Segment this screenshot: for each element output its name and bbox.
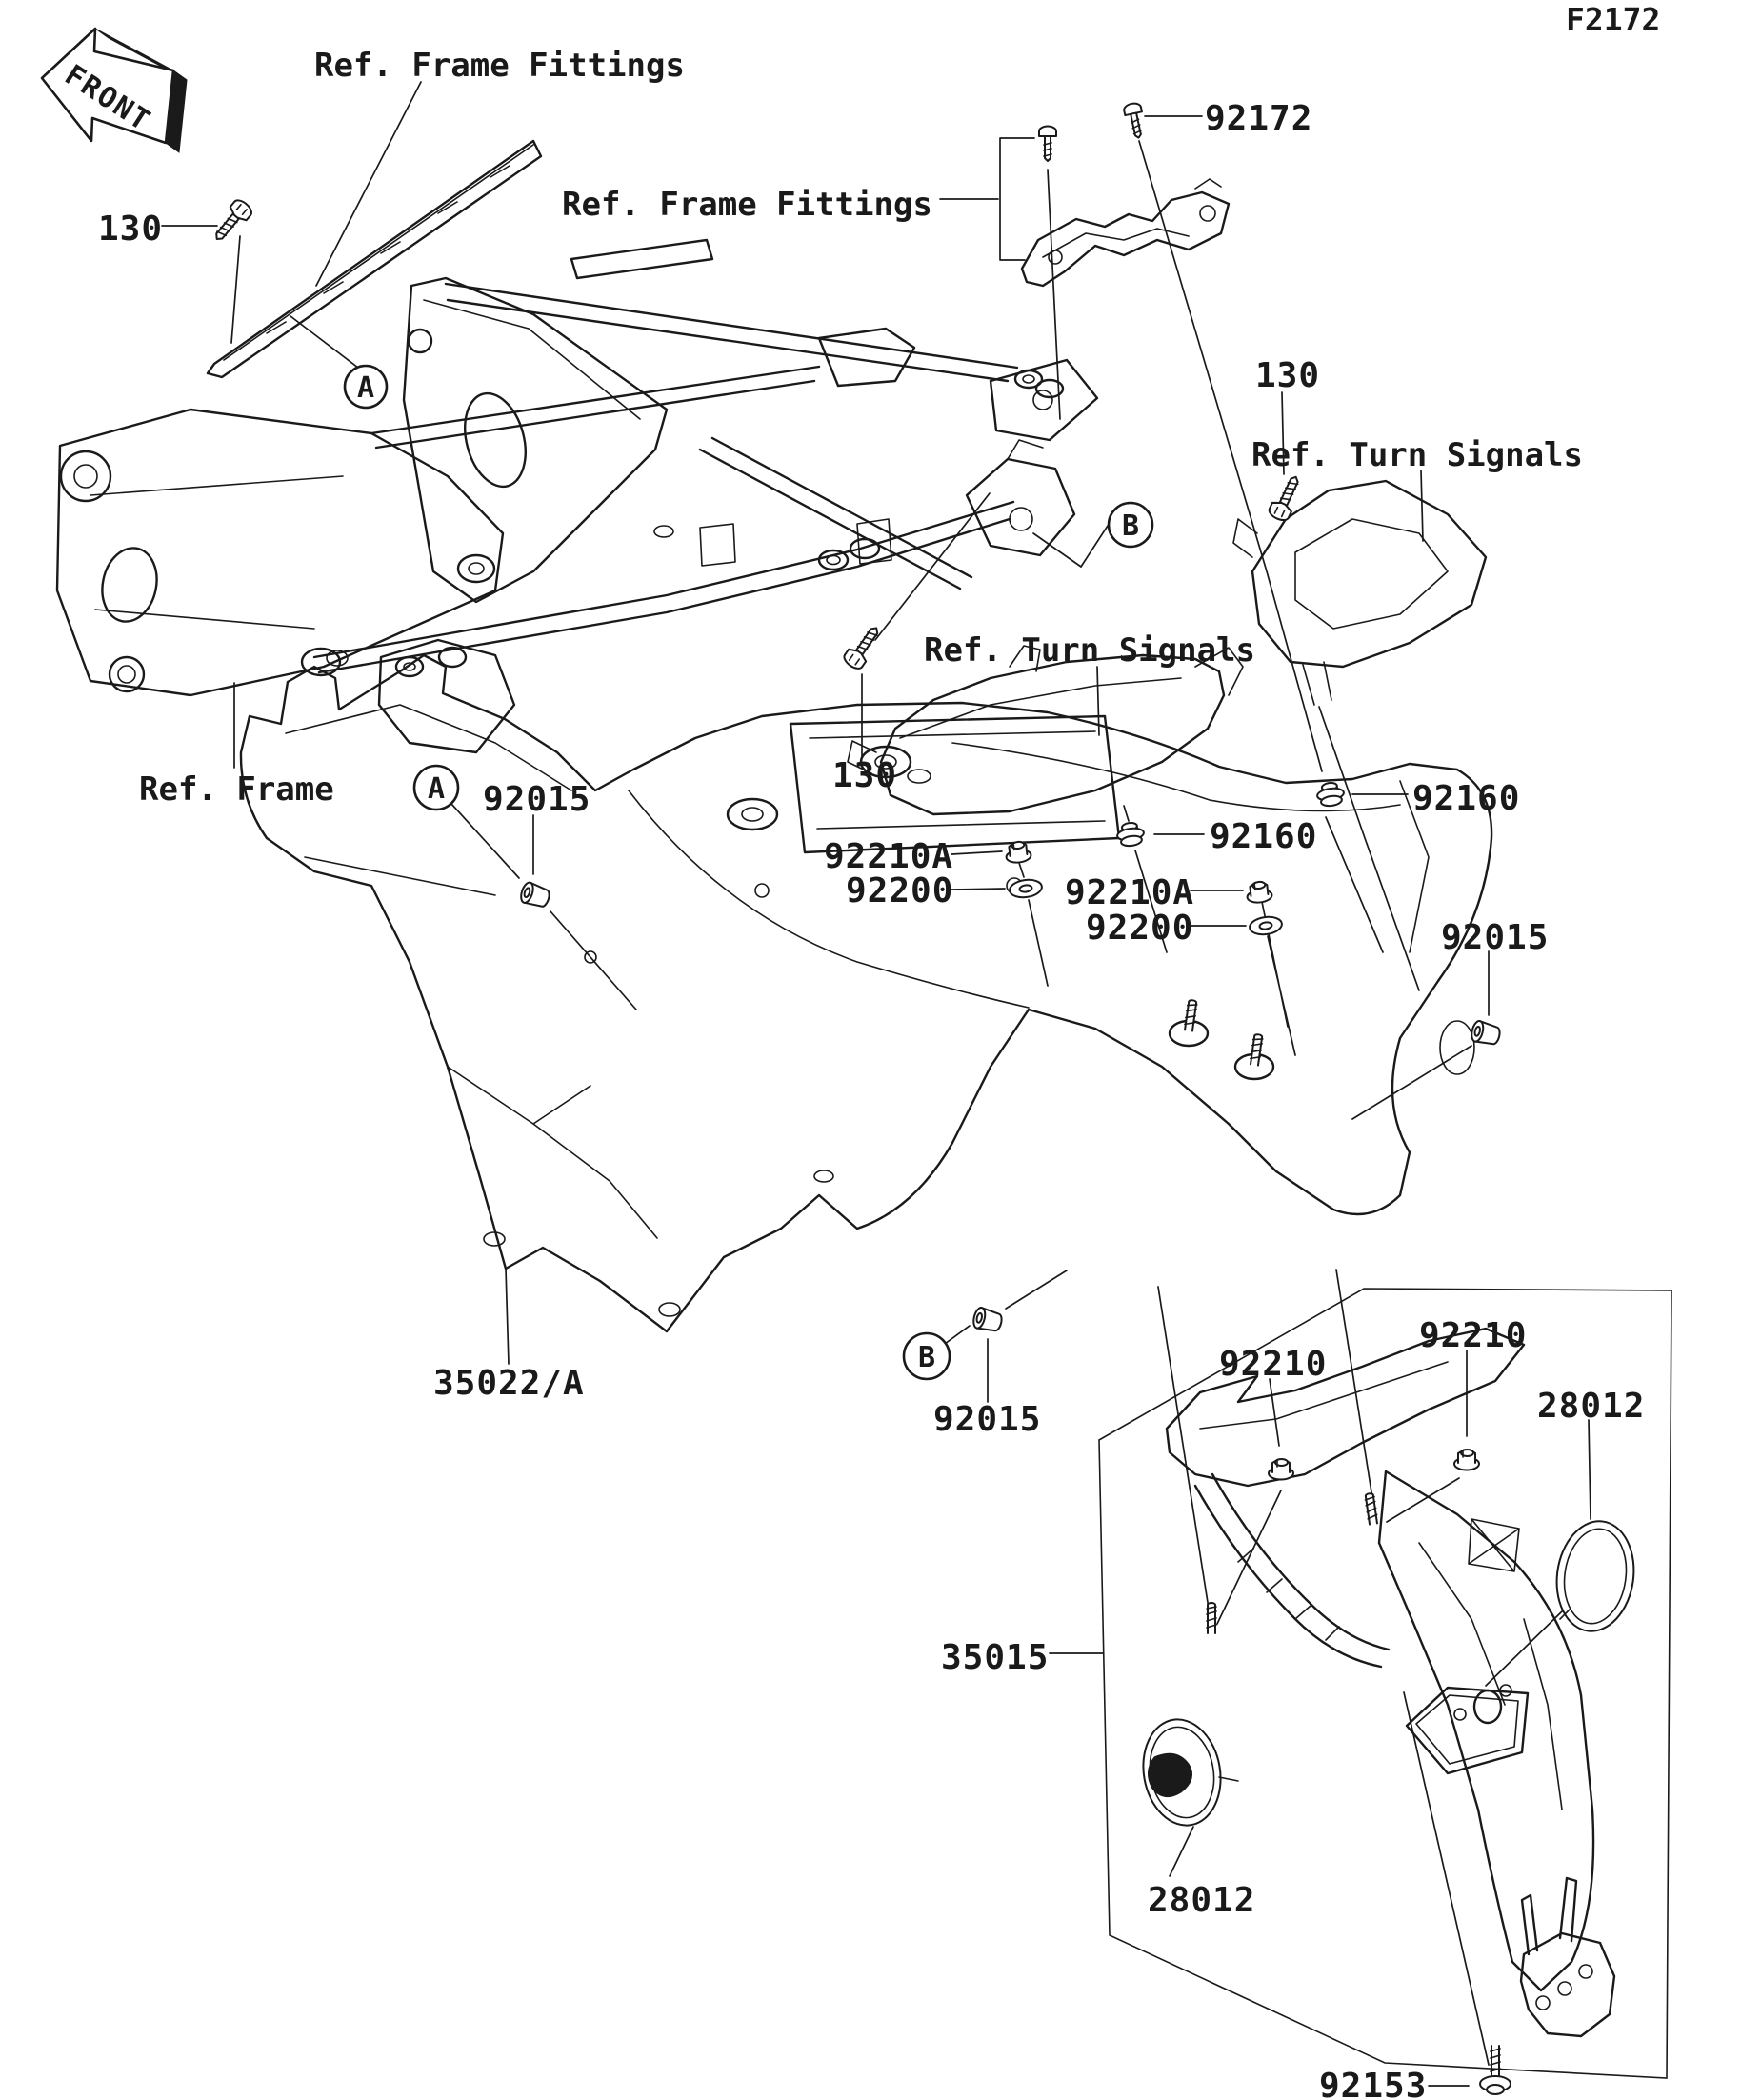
leader-28012-2 [1169, 1826, 1194, 1877]
callout-b-letter-2: B [918, 1341, 935, 1374]
hardware [208, 101, 1511, 2095]
leader-92015-3 [944, 1270, 1068, 1403]
bolt-130-icon-3 [840, 621, 887, 673]
leader-130-2 [1281, 391, 1285, 475]
part-label-92210a-1: 92210A [824, 837, 953, 876]
part-label-92015-1: 92015 [483, 780, 590, 819]
screw-92172-axis-line [1138, 140, 1323, 772]
reflector-28012-right [1555, 1520, 1635, 1632]
stud-line-35015-left [1157, 1286, 1212, 1628]
labels: F2172 Ref. Frame Fittings Ref. Frame Fit… [98, 1, 1660, 2100]
leader-turn-signals-2 [1096, 666, 1100, 736]
fender-stud-right [1249, 1032, 1265, 1067]
callout-a-circle-2 [412, 764, 460, 811]
part-label-92210a-2: 92210A [1065, 873, 1194, 912]
part-label-130-2: 130 [1255, 356, 1320, 395]
screw-92172-axis-line-lower [1325, 816, 1384, 953]
turn-signal-stud-line-center-1 [1017, 859, 1049, 987]
grommet-92160-icon-1 [1314, 780, 1347, 809]
leader-92210-1 [1216, 1378, 1282, 1625]
leader-lines [161, 81, 1591, 2087]
part-label-92210-1: 92210 [1219, 1345, 1327, 1384]
ref-frame-fittings-label-2: Ref. Frame Fittings [562, 186, 932, 224]
figure-code-label: F2172 [1566, 1, 1660, 38]
fender-stud-left [1183, 998, 1199, 1032]
ref-turn-signals-label-1: Ref. Turn Signals [1251, 436, 1583, 474]
part-label-92172: 92172 [1205, 99, 1312, 138]
leader-92210a-92200-2 [1190, 890, 1247, 927]
fitting-screw-axis-line [1047, 169, 1061, 420]
washer-92200-icon-1 [1007, 876, 1045, 901]
ref-frame-label: Ref. Frame [139, 770, 334, 809]
leader-35022 [505, 1268, 510, 1365]
ref-frame-plate [55, 365, 1076, 697]
fender-35022 [239, 653, 1493, 1333]
nut-92210-icon-2 [1453, 1449, 1480, 1471]
leader-92210a-92200-1 [951, 850, 1006, 890]
nut-92210-icon-1 [1268, 1458, 1294, 1481]
leader-callout-a1 [290, 315, 359, 369]
frame-fitting-strip [206, 139, 543, 379]
callout-a-letter-1: A [357, 371, 374, 405]
callout-b-circle-2 [902, 1331, 951, 1381]
bolt-130-icon-2 [1266, 471, 1307, 524]
part-label-92015-2: 92015 [1441, 918, 1549, 957]
part-label-130-1: 130 [98, 210, 163, 249]
bracket-stud-left [1206, 1602, 1217, 1634]
nut-92210a-icon-2 [1245, 879, 1274, 905]
part-label-92153: 92153 [1319, 2067, 1427, 2100]
turn-signal-stud-line-right [1318, 706, 1420, 991]
fitting-screw-icon [1038, 125, 1057, 162]
part-label-92160-1: 92160 [1412, 779, 1520, 818]
washer-92200-icon-2 [1247, 913, 1285, 938]
leader-92210-2 [1386, 1350, 1468, 1523]
leader-130-3 [861, 492, 991, 758]
part-label-92200-1: 92200 [846, 871, 953, 910]
part-label-35022a: 35022/A [433, 1364, 585, 1403]
leader-92015-2 [1351, 950, 1490, 1120]
part-label-92015-3: 92015 [933, 1400, 1041, 1439]
turn-signal-right [1232, 479, 1488, 706]
part-label-28012-2: 28012 [1148, 1881, 1255, 1920]
ref-frame-fittings-label-1: Ref. Frame Fittings [314, 47, 685, 85]
turn-signal-stud-line-center-2 [1123, 805, 1168, 953]
reflector-28012-bottom [1142, 1718, 1239, 1827]
bushing-92015-icon-3 [971, 1305, 1005, 1335]
turn-signal-center [847, 645, 1244, 816]
leader-frame-fittings-2 [939, 137, 1035, 261]
rear-fender-35015 [1142, 1327, 1635, 2038]
part-label-92200-2: 92200 [1086, 909, 1193, 948]
frame-fitting-bracket [1020, 178, 1231, 288]
screw-92153-icon [1479, 2045, 1511, 2095]
bolt-130-icon-1 [208, 196, 255, 248]
grommet-92160-icon-2 [1114, 820, 1147, 849]
assembly-35015-boundary [1098, 1288, 1672, 2079]
callout-a-letter-2: A [428, 772, 445, 806]
part-label-130-3: 130 [832, 756, 897, 795]
sub-frame-assembly [377, 238, 1099, 754]
ref-turn-signals-label-2: Ref. Turn Signals [924, 631, 1255, 670]
screw-92153-axis-line [1403, 1691, 1490, 2066]
callout-a-circle-1 [343, 364, 389, 410]
callout-b-circle-1 [1107, 501, 1154, 549]
assembly-lines [1017, 140, 1490, 2066]
callout-b-letter-1: B [1122, 510, 1139, 543]
part-label-92160-2: 92160 [1210, 817, 1317, 856]
bushing-92015-icon-1 [517, 880, 553, 910]
leader-turn-signals-1 [1420, 470, 1424, 542]
screw-92172-icon [1122, 101, 1149, 141]
part-label-92210-2: 92210 [1419, 1316, 1527, 1355]
part-label-35015: 35015 [941, 1638, 1049, 1677]
leader-28012-1 [1485, 1419, 1591, 1687]
front-direction-marker: FRONT [40, 27, 188, 153]
leader-callout-b1 [1032, 525, 1109, 569]
leader-92015-1 [450, 803, 637, 1010]
leader-130-1 [161, 225, 241, 344]
part-label-28012-1: 28012 [1537, 1387, 1645, 1426]
bracket-stud-right [1363, 1491, 1379, 1526]
leader-frame-fittings-1 [315, 81, 422, 287]
callout-letters: A B A B [343, 364, 1154, 1381]
